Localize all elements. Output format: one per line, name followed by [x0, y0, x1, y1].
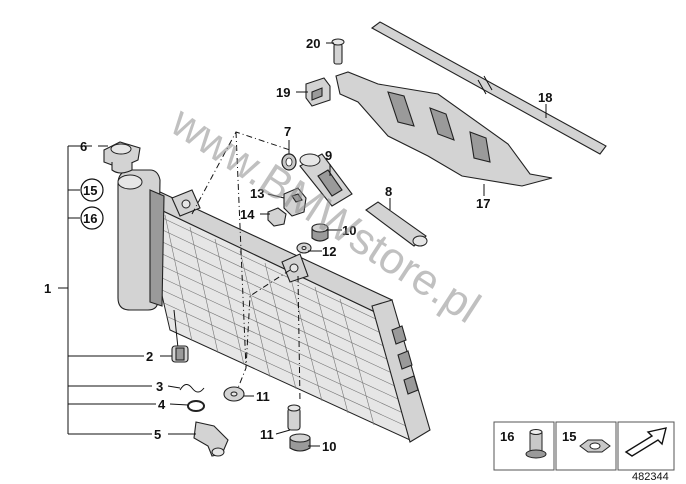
callout-10-upper: 10	[342, 223, 356, 238]
edge-strip	[370, 21, 607, 155]
bolt-11-lower	[287, 404, 301, 431]
screw-20	[331, 38, 345, 65]
callout-6: 6	[80, 139, 87, 154]
drain-fitting	[171, 309, 189, 363]
callout-16: 16	[83, 211, 97, 226]
expansion-tank	[117, 169, 165, 311]
legend-nut-icon	[579, 439, 611, 453]
bracket-13	[283, 187, 307, 217]
callout-14: 14	[240, 207, 255, 222]
diagram-number: 482344	[632, 471, 669, 483]
washer-11-upper	[223, 386, 245, 402]
callout-3: 3	[156, 379, 163, 394]
callout-11-upper: 11	[256, 389, 270, 404]
callout-10-lower: 10	[322, 439, 336, 454]
radiator	[138, 189, 431, 443]
clip-19	[305, 77, 331, 107]
callout-2: 2	[146, 349, 153, 364]
o-ring	[187, 400, 205, 412]
hose-elbow	[193, 421, 229, 457]
callout-labels: 1 2 3 4 5 6 7 8 9 10 10 11 11 12 13 14 1…	[44, 36, 552, 454]
callout-12: 12	[322, 244, 336, 259]
cover-panel	[335, 71, 553, 187]
grommet-10-upper	[311, 223, 329, 242]
callout-7: 7	[284, 124, 291, 139]
assembly-lines	[191, 131, 301, 403]
callout-1: 1	[44, 281, 51, 296]
callout-9: 9	[325, 148, 332, 163]
circle-callout-15	[80, 178, 104, 202]
washer-12	[296, 242, 312, 254]
callout-17: 17	[476, 196, 490, 211]
callout-8: 8	[385, 184, 392, 199]
grommet-10-lower	[289, 433, 311, 452]
callout-19: 19	[276, 85, 290, 100]
legend-sleeve-icon	[525, 429, 547, 459]
nut-14	[267, 207, 287, 227]
callout-20: 20	[306, 36, 320, 51]
legend-label-16: 16	[500, 429, 514, 444]
callout-15: 15	[83, 183, 97, 198]
temperature-sensor	[299, 153, 353, 207]
callout-13: 13	[250, 186, 264, 201]
callout-11-lower: 11	[260, 427, 274, 442]
circle-callout-16	[80, 206, 104, 230]
leader-lines	[58, 42, 547, 447]
radiator-fins	[149, 211, 407, 427]
radiator-cap	[103, 141, 141, 174]
callout-18: 18	[538, 90, 552, 105]
callout-5: 5	[154, 427, 161, 442]
direction-arrow-icon	[624, 427, 667, 457]
legend-box-16	[493, 421, 555, 471]
legend-label-15: 15	[562, 429, 576, 444]
hose-8	[365, 201, 428, 247]
spring-clip	[179, 384, 205, 393]
legend: 16 15 482344	[493, 421, 675, 483]
callout-4: 4	[158, 397, 166, 412]
